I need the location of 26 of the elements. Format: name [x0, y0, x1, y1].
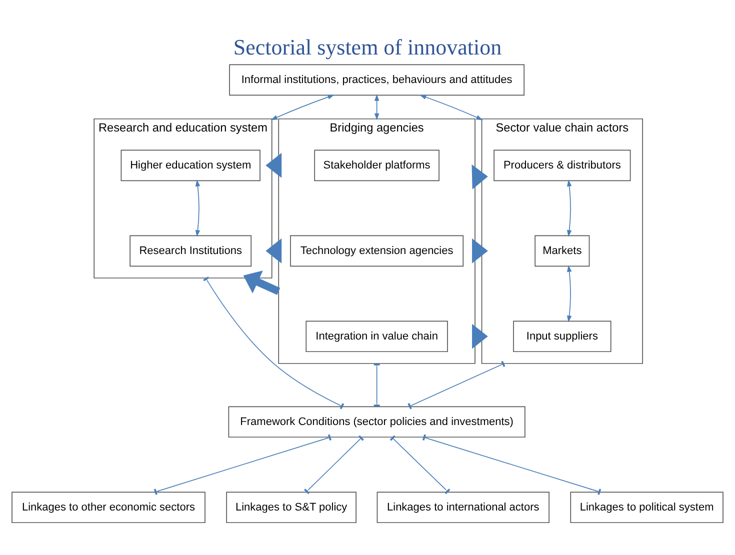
- node-box: Technology extension agencies: [290, 234, 464, 266]
- node-box: Informal institutions, practices, behaviours and attitudes: [229, 64, 524, 96]
- node-box: Stakeholder platforms: [314, 149, 440, 181]
- arrow: [266, 152, 282, 178]
- arrow: [243, 270, 280, 294]
- arrow: [266, 238, 282, 263]
- connector: [408, 360, 506, 409]
- arrow: [566, 179, 572, 236]
- arrow: [419, 94, 483, 120]
- diagram-title: Sectorial system of innovation: [233, 34, 502, 59]
- node-box: Input suppliers: [513, 320, 612, 352]
- arrow: [270, 94, 334, 120]
- arrow: [195, 179, 200, 236]
- node-box: Markets: [534, 234, 590, 266]
- arrow: [566, 264, 572, 322]
- node-box: Research Institutions: [130, 234, 252, 266]
- node-box: Linkages to S&T policy: [226, 491, 356, 523]
- arrow: [472, 164, 488, 189]
- node-box: Higher education system: [120, 149, 260, 181]
- node-box: Linkages to international actors: [376, 491, 550, 523]
- node-box: Producers & distributors: [494, 149, 631, 181]
- arrow: [374, 94, 380, 120]
- connector: [203, 276, 344, 409]
- arrow: [472, 238, 488, 263]
- arrow: [472, 323, 488, 348]
- node-box: Integration in value chain: [306, 320, 448, 352]
